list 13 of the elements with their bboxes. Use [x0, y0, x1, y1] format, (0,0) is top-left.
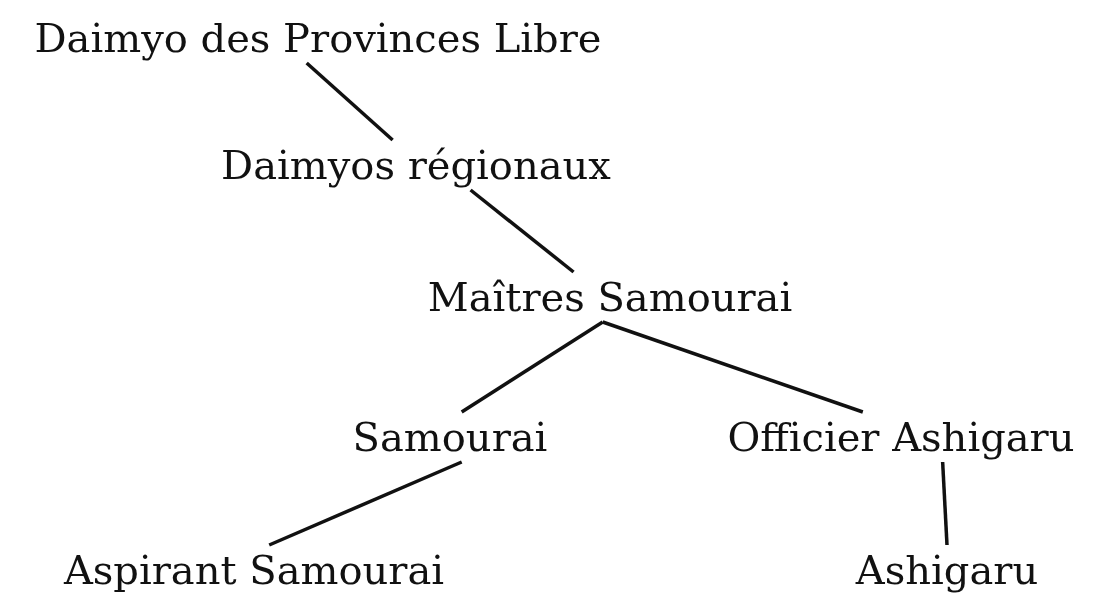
hierarchy-label: Officier Ashigaru [727, 416, 1075, 458]
hierarchy-label: Maîtres Samourai [427, 276, 793, 318]
hierarchy-label: Daimyos régionaux [221, 144, 611, 186]
hierarchy-label: Daimyo des Provinces Libre [34, 17, 602, 59]
hierarchy-label: Ashigaru [855, 549, 1039, 591]
connector-line [602, 320, 864, 414]
hierarchy-label: Samourai [352, 416, 548, 458]
connector-line [940, 461, 949, 546]
connector-line [268, 460, 463, 547]
connector-line [305, 61, 394, 142]
hierarchy-label: Aspirant Samourai [63, 549, 445, 591]
connector-line [469, 188, 575, 274]
connector-line [460, 320, 604, 414]
